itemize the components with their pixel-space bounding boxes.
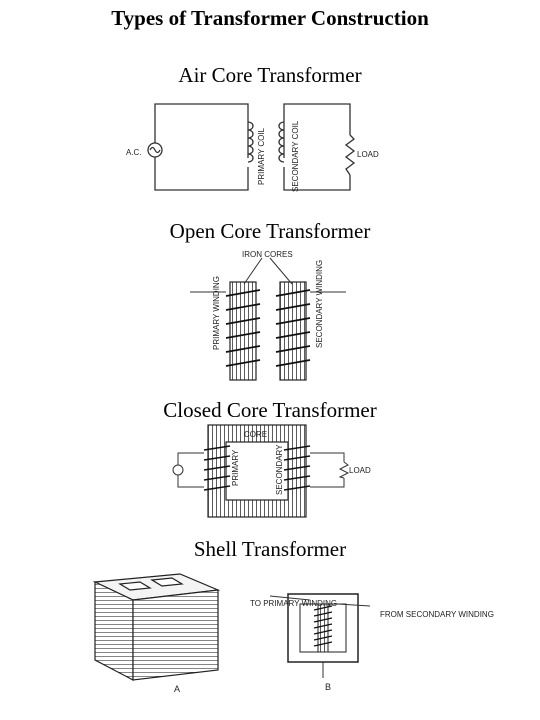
secondary-winding-label: SECONDARY WINDING xyxy=(315,260,324,348)
shell-block-diagram xyxy=(92,573,221,681)
page-title: Types of Transformer Construction xyxy=(111,6,429,30)
block-window-left xyxy=(118,581,152,591)
shell-coil-icon xyxy=(313,605,333,647)
core-window xyxy=(225,441,289,501)
primary-circuit-wire xyxy=(154,103,249,191)
closed-secondary-label: SECONDARY xyxy=(275,444,284,495)
shell-winding-diagram xyxy=(269,593,371,678)
block-window-right xyxy=(150,577,184,587)
block-front-face xyxy=(132,589,219,681)
closed-load-label: LOAD xyxy=(349,466,371,475)
block-left-face xyxy=(94,581,134,681)
pointer-left xyxy=(243,257,263,285)
secondary-winding-icon xyxy=(275,289,311,367)
primary-winding-icon xyxy=(225,289,261,367)
ac-source-icon xyxy=(172,464,184,476)
closed-primary-label: PRIMARY xyxy=(231,449,240,486)
closed-core-diagram xyxy=(172,424,350,518)
from-secondary-arrow xyxy=(337,603,371,607)
to-primary-arrow xyxy=(269,595,311,601)
sine-wave-icon xyxy=(149,146,161,154)
figure-a-label: A xyxy=(174,684,180,694)
from-secondary-label: FROM SECONDARY WINDING xyxy=(380,610,494,619)
shell-heading: Shell Transformer xyxy=(193,537,347,561)
to-primary-label: TO PRIMARY WINDING xyxy=(250,599,337,608)
primary-winding-icon xyxy=(203,445,231,491)
open-core-heading: Open Core Transformer xyxy=(169,219,371,243)
closed-core-heading: Closed Core Transformer xyxy=(163,398,377,422)
primary-coil-label: PRIMARY COIL xyxy=(257,127,266,185)
secondary-circuit-wire xyxy=(283,103,351,158)
secondary-wire xyxy=(310,452,345,462)
center-leg xyxy=(317,603,329,653)
secondary-coil-icon xyxy=(278,121,285,163)
primary-coil-icon xyxy=(247,121,254,163)
pointer-right xyxy=(269,257,293,285)
load-resistor-icon xyxy=(344,134,356,176)
secondary-coil-label: SECONDARY COIL xyxy=(291,120,300,192)
iron-cores-label: IRON CORES xyxy=(242,250,293,259)
ac-label: A.C. xyxy=(126,148,142,157)
figure-b-label: B xyxy=(325,682,331,692)
core-label: CORE xyxy=(244,430,267,439)
open-core-diagram xyxy=(190,257,346,381)
air-core-heading: Air Core Transformer xyxy=(178,63,362,87)
air-core-diagram xyxy=(147,103,356,191)
load-label: LOAD xyxy=(357,150,379,159)
secondary-winding-icon xyxy=(283,445,311,491)
primary-winding-label: PRIMARY WINDING xyxy=(212,276,221,350)
load-resistor-icon xyxy=(338,461,350,479)
